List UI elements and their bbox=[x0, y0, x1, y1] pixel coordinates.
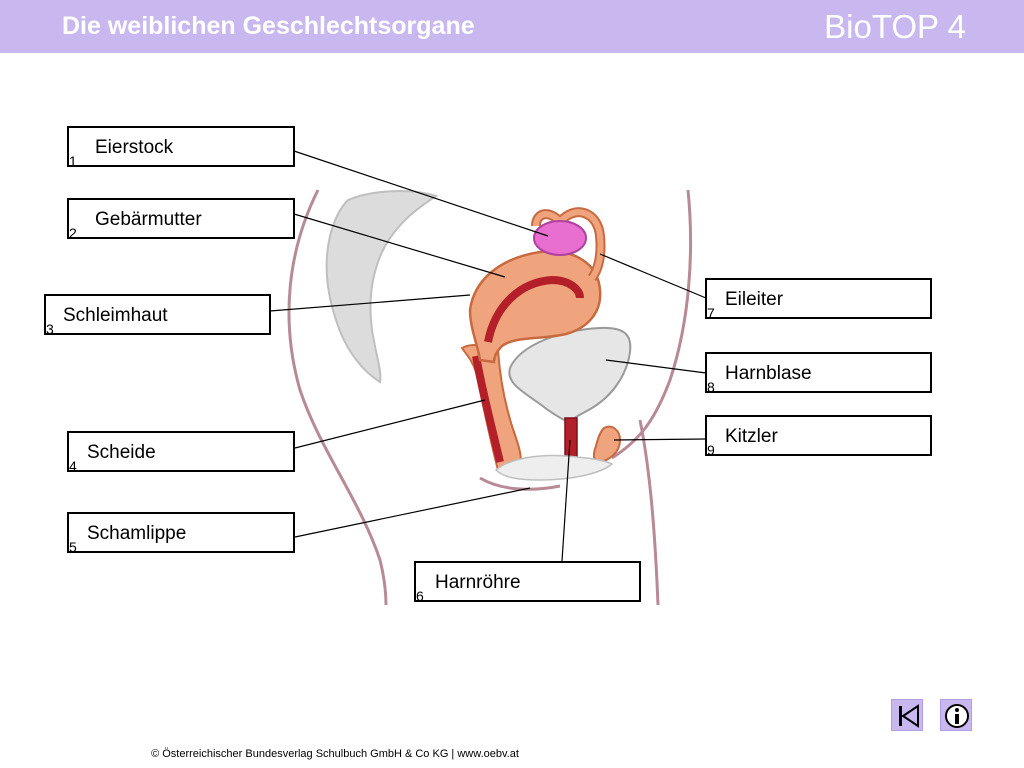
title-bar: Die weiblichen Geschlechtsorgane BioTOP … bbox=[0, 0, 1024, 53]
leader-line-1 bbox=[293, 150, 549, 237]
label-box-3[interactable]: 3 Schleimhaut bbox=[44, 294, 271, 337]
info-button[interactable] bbox=[940, 699, 972, 731]
label-number: 1 bbox=[69, 153, 77, 169]
leader-line-7 bbox=[599, 253, 707, 299]
label-number: 7 bbox=[707, 305, 715, 321]
leader-lines bbox=[269, 150, 707, 562]
copyright-footer: © Österreichischer Bundesverlag Schulbuc… bbox=[151, 748, 519, 760]
info-icon bbox=[945, 704, 969, 728]
leader-line-6 bbox=[561, 439, 571, 562]
label-number: 9 bbox=[707, 442, 715, 458]
leader-line-9 bbox=[613, 438, 707, 441]
back-button[interactable] bbox=[891, 699, 923, 731]
label-text: Schleimhaut bbox=[63, 305, 168, 326]
bladder bbox=[508, 326, 632, 424]
label-number: 4 bbox=[69, 458, 77, 474]
label-box-5[interactable]: 5 Schamlippe bbox=[67, 512, 295, 555]
skip-back-icon bbox=[899, 704, 919, 728]
label-text: Schamlippe bbox=[87, 523, 187, 544]
label-number: 8 bbox=[707, 379, 715, 395]
label-box-8[interactable]: 8 Harnblase bbox=[705, 352, 932, 395]
leader-line-4 bbox=[294, 399, 486, 449]
label-box-9[interactable]: 9 Kitzler bbox=[705, 415, 932, 458]
leader-line-3 bbox=[269, 294, 471, 312]
label-box-2[interactable]: 2 Gebärmutter bbox=[67, 198, 295, 241]
leader-line-8 bbox=[605, 359, 707, 374]
urethra bbox=[564, 417, 578, 461]
ovary bbox=[533, 220, 587, 256]
label-text: Eileiter bbox=[725, 289, 784, 310]
label-text: Gebärmutter bbox=[95, 209, 202, 230]
label-box-7[interactable]: 7 Eileiter bbox=[705, 278, 932, 321]
label-text: Scheide bbox=[87, 442, 156, 463]
label-text: Harnröhre bbox=[435, 572, 521, 593]
label-text: Harnblase bbox=[725, 363, 812, 384]
label-box-6[interactable]: 6 Harnröhre bbox=[414, 561, 641, 604]
label-text: Eierstock bbox=[95, 137, 174, 158]
label-number: 3 bbox=[46, 321, 54, 337]
labia bbox=[494, 454, 614, 481]
page-title: Die weiblichen Geschlechtsorgane bbox=[62, 12, 475, 40]
brand-logo: BioTOP 4 bbox=[824, 8, 966, 45]
label-number: 5 bbox=[69, 539, 77, 555]
label-number: 6 bbox=[416, 588, 424, 604]
body-outline bbox=[287, 189, 693, 606]
hip-bone bbox=[325, 190, 439, 384]
leader-line-5 bbox=[294, 487, 531, 538]
label-box-4[interactable]: 4 Scheide bbox=[67, 431, 295, 474]
label-box-1[interactable]: 1 Eierstock bbox=[67, 126, 295, 169]
leader-line-2 bbox=[293, 213, 506, 278]
label-number: 2 bbox=[69, 225, 77, 241]
label-text: Kitzler bbox=[725, 426, 778, 447]
